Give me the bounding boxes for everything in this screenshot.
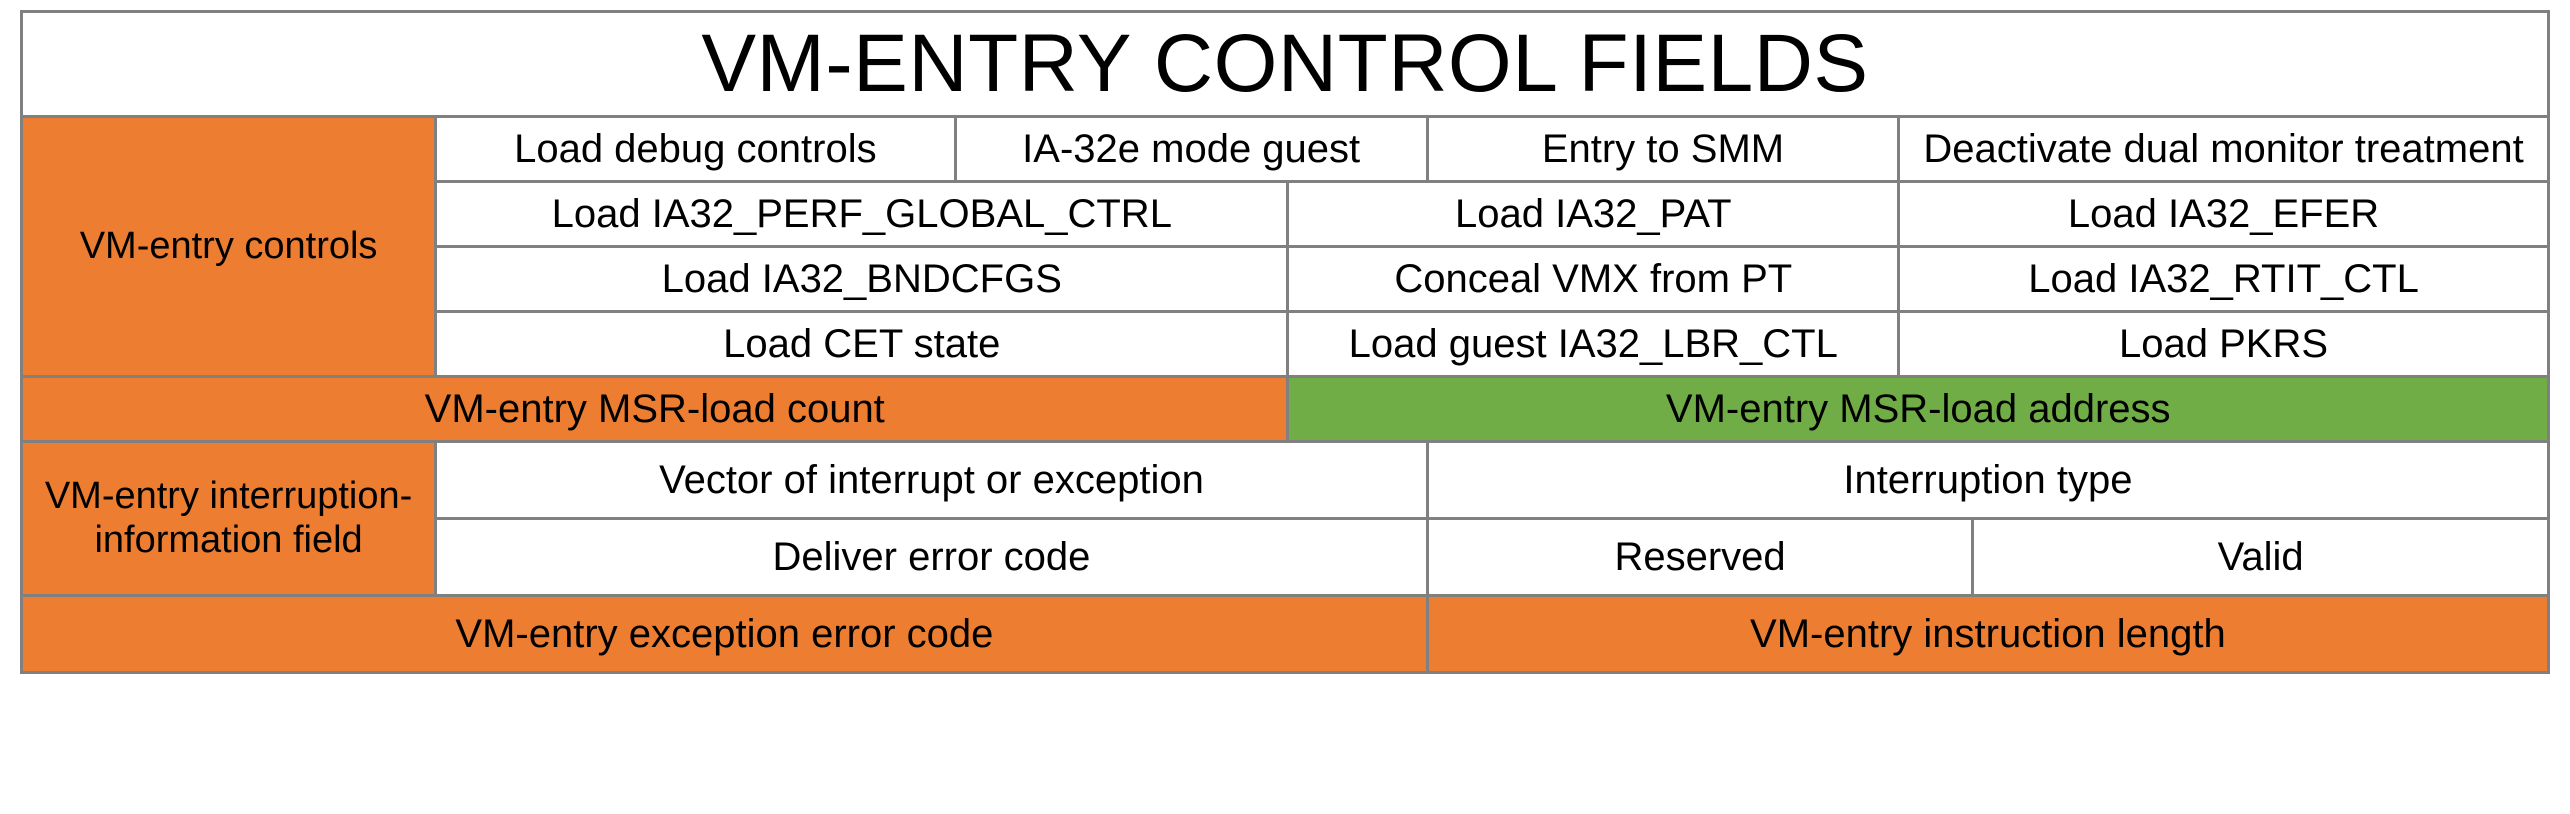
cell-vector-of-interrupt-or-exception: Vector of interrupt or exception: [434, 440, 1429, 521]
cell-load-ia32-perf-global-ctrl: Load IA32_PERF_GLOBAL_CTRL: [434, 180, 1290, 249]
cell-load-ia32-pat: Load IA32_PAT: [1286, 180, 1901, 249]
title-row: VM-ENTRY CONTROL FIELDS: [20, 9, 2550, 119]
cell-interruption-type: Interruption type: [1425, 440, 2551, 521]
cell-load-ia32-efer: Load IA32_EFER: [1897, 180, 2550, 249]
cell-entry-to-smm: Entry to SMM: [1425, 115, 1901, 184]
cell-deactivate-dual-monitor-treatment: Deactivate dual monitor treatment: [1897, 115, 2550, 184]
cell-load-cet-state: Load CET state: [434, 310, 1290, 379]
cell-load-ia32-bndcfgs: Load IA32_BNDCFGS: [434, 245, 1290, 314]
vm-entry-control-fields-table: VM-ENTRY CONTROL FIELDS VM-entry control…: [19, 9, 2551, 675]
cell-deliver-error-code: Deliver error code: [434, 517, 1429, 598]
vm-entry-bottom-row: VM-entry exception error code VM-entry i…: [20, 594, 2551, 675]
vm-entry-controls-row-3: Load IA32_BNDCFGS Conceal VMX from PT Lo…: [22, 245, 2550, 314]
vm-entry-controls-label: VM-entry controls: [19, 115, 438, 379]
cell-vm-entry-exception-error-code: VM-entry exception error code: [20, 594, 1429, 675]
vm-entry-interruption-row-1: VM-entry interruption-information field …: [19, 440, 2551, 598]
page-title: VM-ENTRY CONTROL FIELDS: [20, 9, 2550, 119]
vm-entry-msr-load-row: VM-entry MSR-load count VM-entry MSR-loa…: [19, 375, 2550, 444]
cell-vm-entry-msr-load-count: VM-entry MSR-load count: [19, 375, 1290, 444]
cell-load-pkrs: Load PKRS: [1897, 310, 2550, 379]
cell-load-ia32-rtit-ctl: Load IA32_RTIT_CTL: [1897, 245, 2550, 314]
cell-conceal-vmx-from-pt: Conceal VMX from PT: [1286, 245, 1901, 314]
vm-entry-controls-row-4: Load CET state Load guest IA32_LBR_CTL L…: [22, 310, 2550, 379]
vm-entry-controls-row-1: VM-entry controls Load debug controls IA…: [19, 115, 2550, 379]
cell-reserved: Reserved: [1425, 517, 1975, 598]
cell-vm-entry-msr-load-address: VM-entry MSR-load address: [1286, 375, 2550, 444]
cell-valid: Valid: [1971, 517, 2550, 598]
cell-load-guest-ia32-lbr-ctl: Load guest IA32_LBR_CTL: [1286, 310, 1901, 379]
cell-ia32e-mode-guest: IA-32e mode guest: [953, 115, 1429, 184]
vm-entry-controls-row-2: Load IA32_PERF_GLOBAL_CTRL Load IA32_PAT…: [22, 180, 2550, 249]
cell-vm-entry-instruction-length: VM-entry instruction length: [1425, 594, 2551, 675]
vm-entry-interruption-row-2: Deliver error code Reserved Valid: [22, 517, 2550, 598]
cell-load-debug-controls: Load debug controls: [434, 115, 957, 184]
vm-entry-interruption-information-label: VM-entry interruption-information field: [19, 440, 438, 598]
